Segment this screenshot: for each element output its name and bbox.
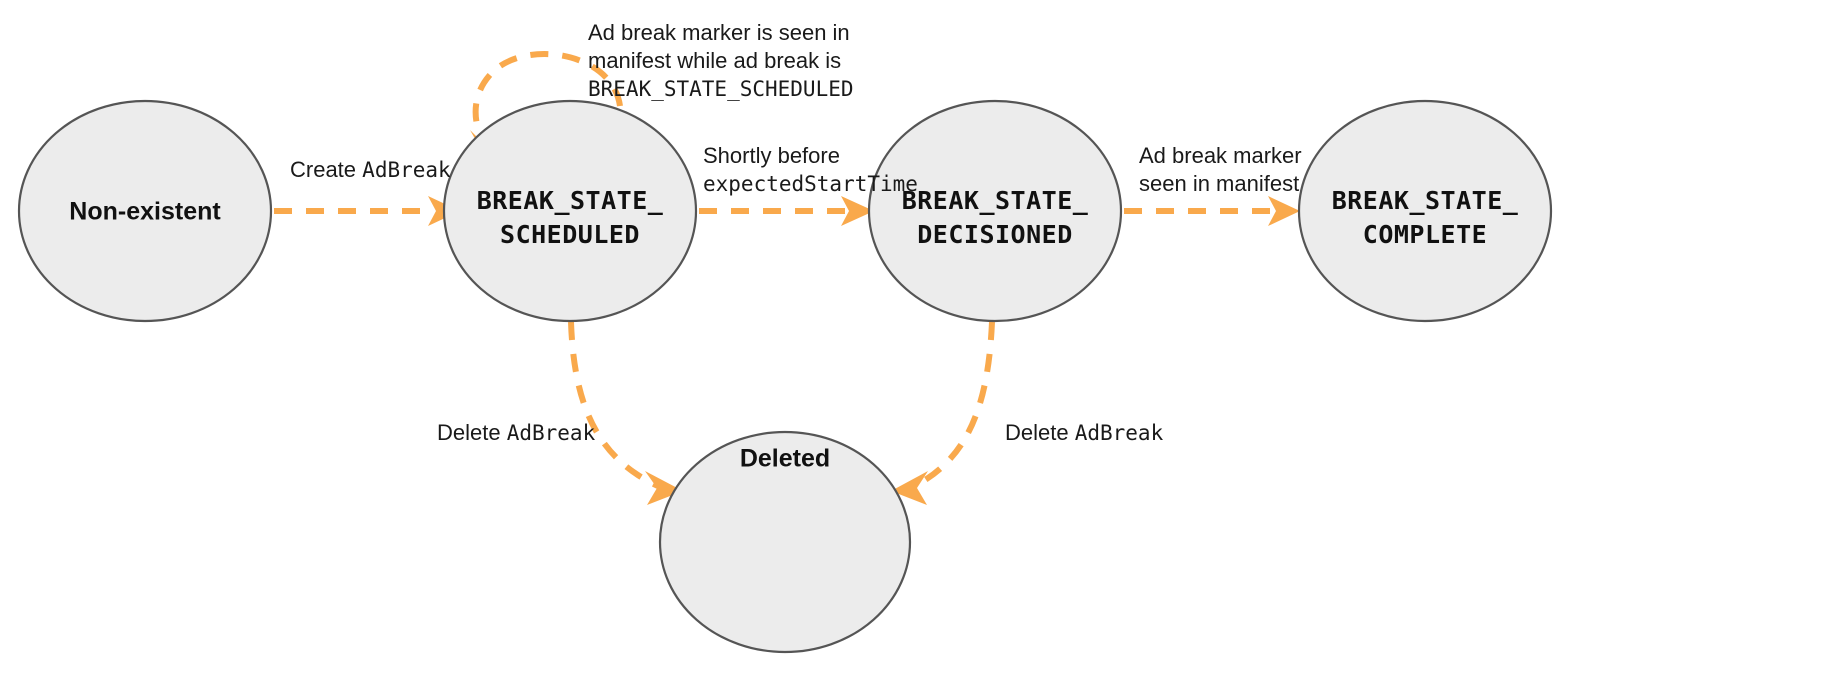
node-break-state-decisioned-shape <box>867 99 1123 323</box>
node-non-existent[interactable]: Non-existent <box>17 99 273 323</box>
node-break-state-scheduled-label-line1: BREAK_STATE_ <box>477 186 664 215</box>
node-non-existent-label: Non-existent <box>69 198 221 226</box>
node-non-existent-shape <box>17 99 273 323</box>
node-break-state-scheduled-label-line2: SCHEDULED <box>500 220 640 249</box>
edge-decisioned-to-complete-arrowhead <box>1268 196 1300 226</box>
node-break-state-complete-label-line2: COMPLETE <box>1363 220 1487 249</box>
node-break-state-scheduled-shape <box>442 99 698 323</box>
edge-label-selfloop-line1: Ad break marker is seen in <box>588 20 850 45</box>
edge-decisioned-to-deleted[interactable] <box>891 321 995 505</box>
node-break-state-decisioned-label-line2: DECISIONED <box>917 220 1073 249</box>
edge-decisioned-to-complete[interactable] <box>1124 196 1300 226</box>
edge-scheduled-to-decisioned[interactable] <box>699 196 874 226</box>
edge-label-marker-line2: seen in manifest <box>1139 171 1299 196</box>
node-deleted-label: Deleted <box>740 445 830 473</box>
edge-label-marker-line1: Ad break marker <box>1139 143 1302 168</box>
node-break-state-complete[interactable]: BREAK_STATE_ COMPLETE <box>1297 99 1553 323</box>
edge-scheduled-to-decisioned-arrowhead <box>841 196 874 226</box>
edge-label-shortly-line2: expectedStartTime <box>703 172 918 196</box>
node-deleted[interactable]: Deleted <box>658 430 912 654</box>
edge-decisioned-to-deleted-arrowhead <box>891 471 928 505</box>
node-deleted-shape <box>658 430 912 654</box>
edge-label-selfloop-line2: manifest while ad break is <box>588 48 841 73</box>
node-break-state-decisioned-label-line1: BREAK_STATE_ <box>902 186 1089 215</box>
edge-scheduled-to-deleted[interactable] <box>568 321 683 505</box>
edge-decisioned-to-deleted-line <box>911 321 995 490</box>
edge-label-delete-right-code: AdBreak <box>1075 421 1164 445</box>
svg-text:Create AdBreak: Create AdBreak <box>290 157 451 182</box>
edge-label-shortly-line1: Shortly before <box>703 143 840 168</box>
edge-label-delete-left-code: AdBreak <box>507 421 596 445</box>
node-break-state-complete-label-line1: BREAK_STATE_ <box>1332 186 1519 215</box>
edge-label-scheduled-to-decisioned: Shortly before expectedStartTime <box>703 143 918 196</box>
edge-label-scheduled-to-deleted: Delete AdBreak <box>437 420 596 445</box>
edge-label-delete-left-word: Delete <box>437 420 501 445</box>
edge-scheduled-to-deleted-line <box>568 321 662 490</box>
edge-label-decisioned-to-deleted: Delete AdBreak <box>1005 420 1164 445</box>
edge-label-create-adbreak: Create AdBreak <box>290 157 451 182</box>
edge-label-decisioned-to-complete: Ad break marker seen in manifest <box>1139 143 1302 196</box>
edge-create-adbreak[interactable] <box>274 196 460 226</box>
node-break-state-complete-shape <box>1297 99 1553 323</box>
edge-scheduled-to-deleted-arrowhead <box>645 471 683 505</box>
edge-label-selfloop-line3: BREAK_STATE_SCHEDULED <box>588 77 854 101</box>
edge-scheduled-self-loop-line <box>472 51 623 142</box>
svg-text:Delete AdBreak: Delete AdBreak <box>437 420 596 445</box>
edge-label-create-code: AdBreak <box>362 158 451 182</box>
edge-label-scheduled-self-loop: Ad break marker is seen in manifest whil… <box>588 20 854 101</box>
edge-label-create-word: Create <box>290 157 356 182</box>
edge-label-delete-right-word: Delete <box>1005 420 1069 445</box>
node-break-state-scheduled[interactable]: BREAK_STATE_ SCHEDULED <box>442 99 698 323</box>
svg-text:Delete AdBreak: Delete AdBreak <box>1005 420 1164 445</box>
node-break-state-decisioned[interactable]: BREAK_STATE_ DECISIONED <box>867 99 1123 323</box>
